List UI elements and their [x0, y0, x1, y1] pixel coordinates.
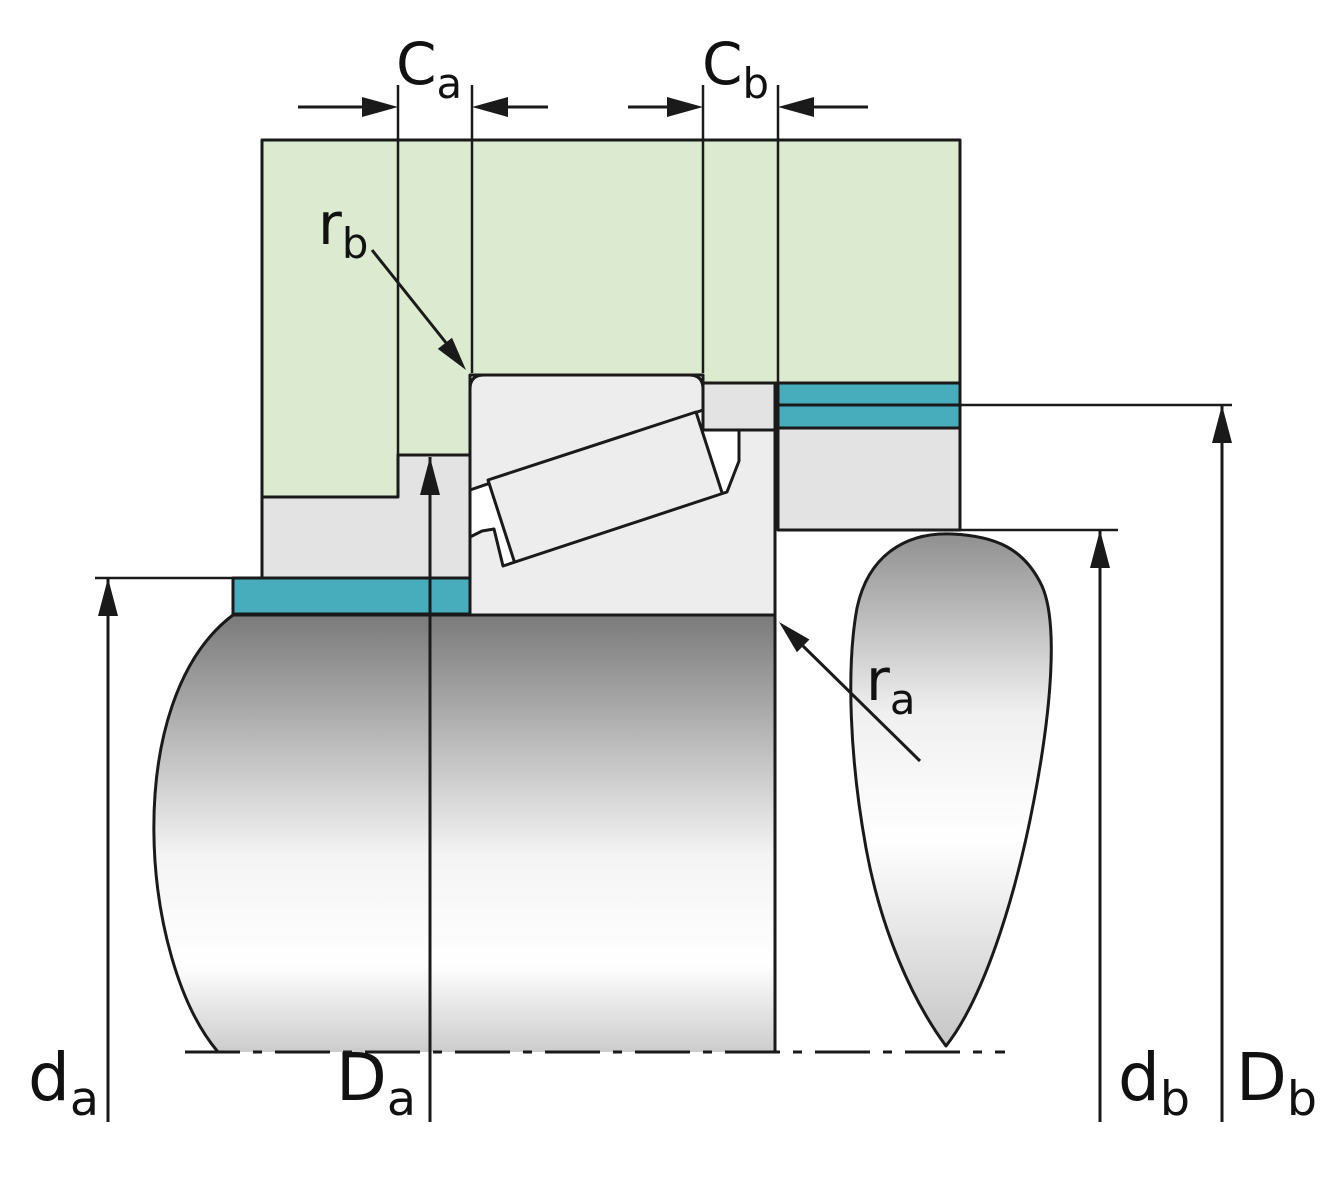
- label-Db: Db: [1236, 1039, 1317, 1127]
- label-rb: rb: [318, 190, 368, 268]
- label-Cb: Cb: [702, 30, 769, 108]
- shaft-section: [153, 615, 775, 1052]
- bearing-outer-ring: [468, 373, 705, 492]
- dim-Cb-arrow-left: [667, 97, 703, 117]
- spacer-inner-ring-back: [701, 381, 777, 432]
- leader-ra: ra: [779, 622, 922, 763]
- dim-Da-arrow: [420, 457, 440, 495]
- leader-rb-line: [370, 249, 449, 345]
- sleeve-right-upper: [776, 381, 962, 407]
- shaft-shoulder-fillet: [849, 532, 1053, 1048]
- label-Ca: Ca: [396, 30, 462, 108]
- leader-ra-line: [801, 644, 922, 763]
- label-Da: Da: [336, 1039, 416, 1127]
- leader-ra-arrowhead: [779, 622, 810, 653]
- dim-db-arrow: [1090, 530, 1110, 568]
- dim-db: db: [778, 528, 1190, 1127]
- dim-Da: Da: [336, 457, 440, 1127]
- dim-Db-arrow: [1212, 405, 1232, 443]
- spacer-right: [776, 426, 962, 532]
- leader-rb-arrowhead: [437, 337, 466, 370]
- sleeve-left: [231, 576, 472, 616]
- label-da: da: [28, 1039, 99, 1127]
- dim-Cb-arrow-right: [778, 97, 814, 117]
- leader-rb: rb: [318, 190, 466, 370]
- label-db: db: [1118, 1039, 1190, 1127]
- dim-Ca-arrow-left: [362, 97, 398, 117]
- dim-Ca: Ca: [298, 30, 548, 455]
- shaft-outline: [152, 613, 777, 1053]
- dim-Db: Db: [958, 403, 1317, 1127]
- bearing-inner-ring: [468, 428, 777, 617]
- sleeve-right-lower: [776, 403, 962, 430]
- dim-da: da: [28, 576, 315, 1127]
- dim-Ca-arrow-right: [472, 97, 508, 117]
- dim-Cb: Cb: [628, 30, 868, 383]
- label-ra: ra: [866, 646, 915, 724]
- dim-da-arrow: [98, 578, 118, 616]
